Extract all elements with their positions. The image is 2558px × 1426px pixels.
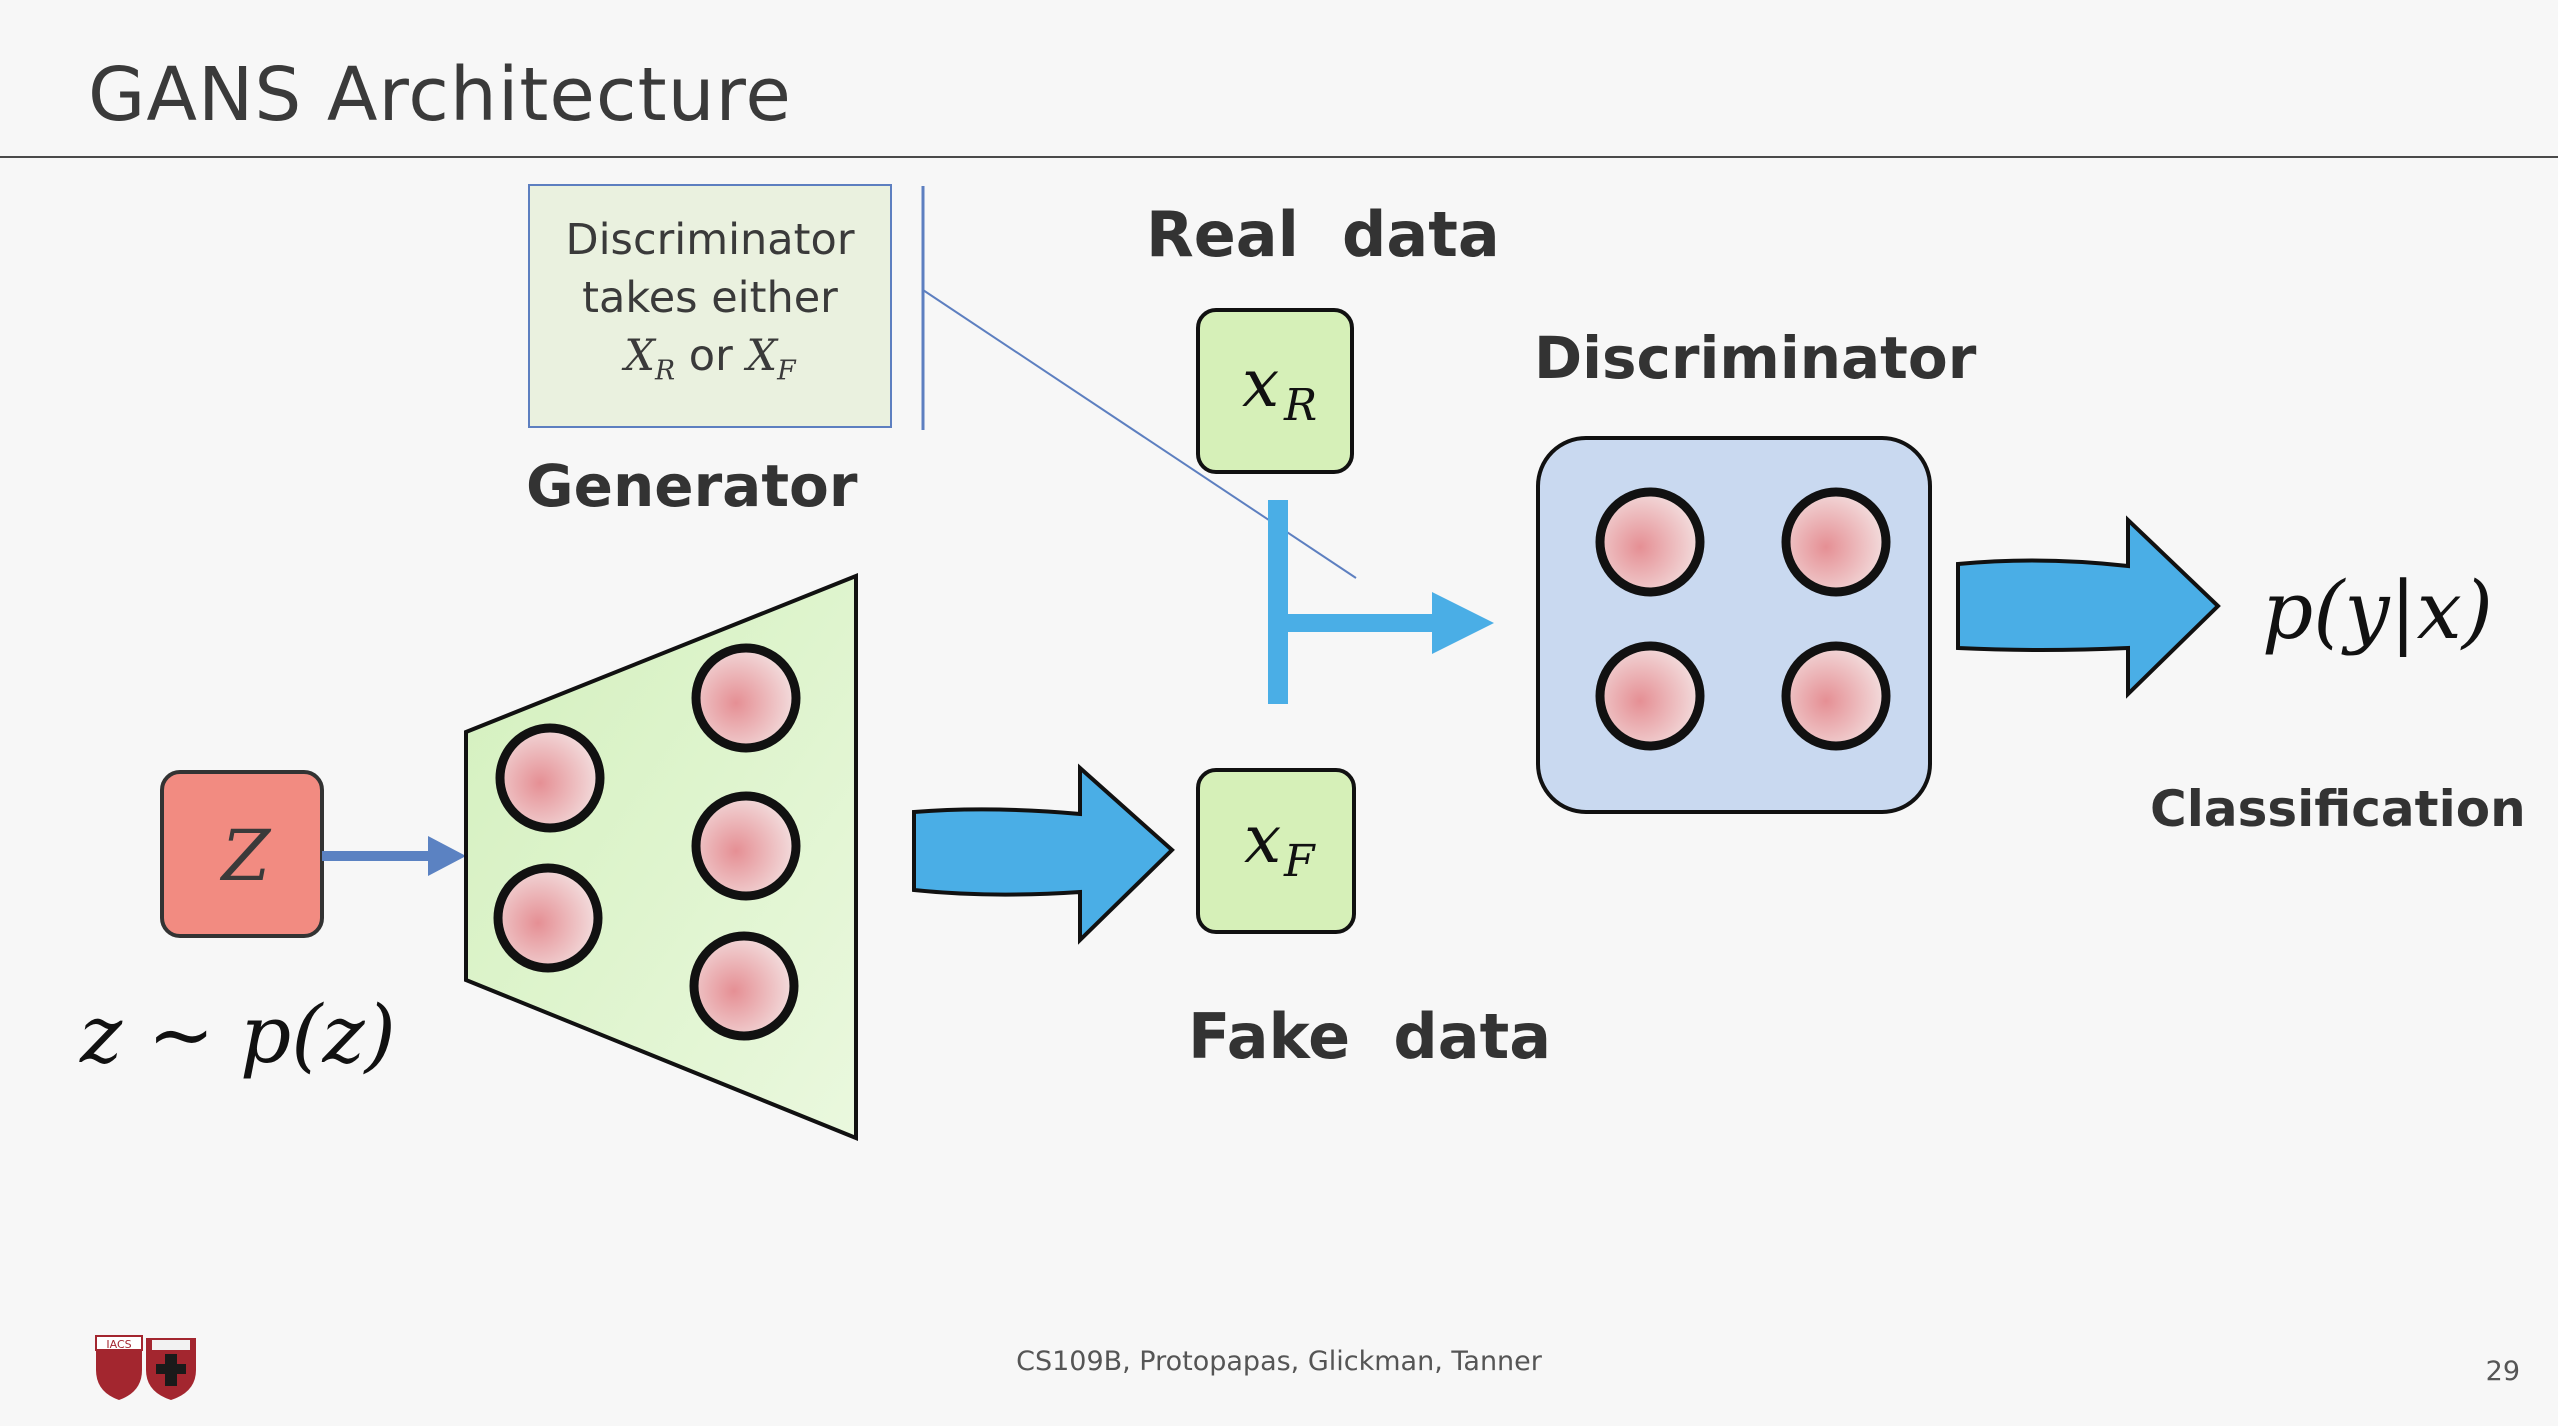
generator-neurons [493,643,801,1041]
discriminator-neuron [1781,641,1891,751]
harvard-shield-cross-h [156,1364,186,1374]
generator-to-fake-arrow [912,763,1175,945]
discriminator-neuron [1595,641,1705,751]
callout-or: or [688,331,733,382]
generator-neuron [691,643,801,753]
discriminator-label: Discriminator [1534,324,1977,392]
callout-x-real-sub: R [655,355,676,387]
slide-title: GANS Architecture [88,52,792,138]
page-number: 29 [2485,1356,2520,1387]
classification-label: Classification [2150,780,2526,838]
output-probability: p(y|x) [2262,564,2493,657]
callout-x-fake: X [746,331,778,382]
generator-neuron [689,931,799,1041]
callout-x-fake-sub: F [777,355,796,387]
callout-line-2: takes either [582,273,838,324]
fake-data-box [1196,768,1356,934]
selector-bar [1268,500,1288,704]
title-divider [0,156,2558,158]
generator-neuron [691,791,801,901]
iacs-shield-icon [96,1338,142,1400]
z-box-symbol: Z [220,815,272,897]
fake-data-subscript: F [1283,836,1316,887]
callout-x-real: X [624,331,656,382]
discriminator-to-output-arrow [1956,515,2221,699]
generator-neuron [495,723,605,833]
real-data-label: Real data [1146,198,1500,271]
discriminator-neuron [1595,487,1705,597]
footer-credits: CS109B, Protopapas, Glickman, Tanner [1016,1346,1542,1377]
fake-data-label: Fake data [1188,1000,1552,1073]
callout-line-1: Discriminator [565,215,855,266]
discriminator-neurons [1595,487,1891,751]
iacs-logo-text: IACS [106,1338,131,1351]
z-distribution-label: z ~ p(z) [79,988,396,1081]
selector-arrow-shaft [1280,614,1436,632]
generator-label: Generator [526,452,858,520]
generator-neuron [493,863,603,973]
harvard-shield-books [152,1340,190,1350]
real-data-symbol: x [1242,345,1279,422]
iacs-logo-banner [95,1335,143,1351]
z-to-generator-arrowhead [428,836,466,876]
real-data-subscript: R [1283,380,1317,431]
callout-box: Discriminator takes either XR or XF [528,184,892,428]
callout-line-3: XR or XF [624,327,795,400]
selector-arrowhead [1432,592,1494,654]
iacs-logo: IACS [95,1335,196,1400]
discriminator-network [1536,436,1932,814]
discriminator-neuron [1781,487,1891,597]
fake-data-symbol: x [1244,801,1281,878]
real-data-box [1196,308,1354,474]
